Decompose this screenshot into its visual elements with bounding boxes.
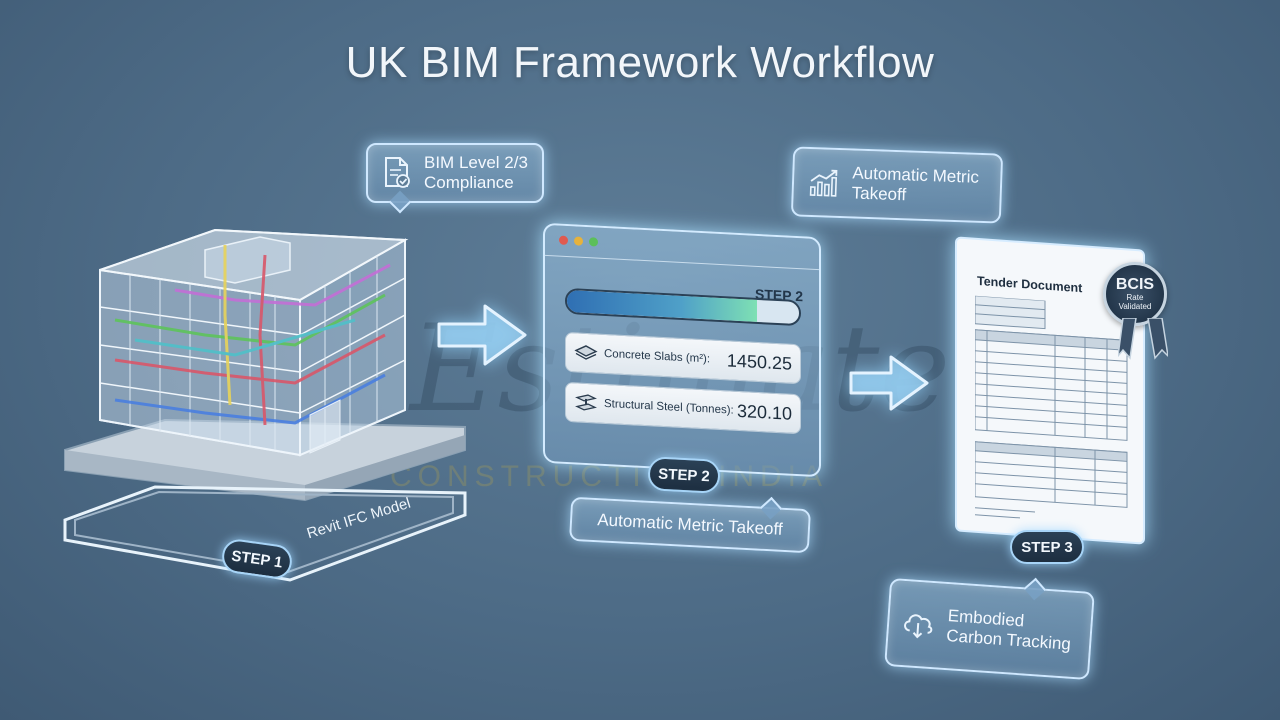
tender-document-table	[975, 295, 1128, 519]
window-minimize-dot[interactable]	[574, 236, 583, 246]
takeoff-callout-bottom: Automatic Metric Takeoff	[569, 496, 811, 554]
step3-pill-label: STEP 3	[1021, 538, 1073, 556]
bcis-validation-badge: BCIS Rate Validated	[1103, 262, 1167, 326]
metric-row-steel: Structural Steel (Tonnes): 320.10	[565, 381, 801, 435]
compliance-callout-text: BIM Level 2/3 Compliance	[424, 153, 528, 192]
metric-value-steel: 320.10	[736, 400, 792, 424]
building-model-illustration	[63, 228, 467, 582]
step1-pill-label: STEP 1	[230, 547, 284, 571]
carbon-callout-text: Embodied Carbon Tracking	[945, 606, 1072, 654]
tender-document-title: Tender Document	[977, 273, 1083, 296]
takeoff-callout-top-text: Automatic Metric Takeoff	[851, 163, 980, 205]
tender-document: Tender Document	[955, 236, 1145, 545]
steel-beam-icon	[575, 394, 597, 411]
takeoff-app-window: STEP 2 Concrete Slabs (m²): 1450.25 Stru…	[543, 222, 821, 478]
arrow-right-icon	[437, 304, 527, 366]
arrow-right-icon	[849, 355, 929, 411]
cloud-leaf-icon	[904, 614, 933, 639]
metric-label-steel: Structural Steel (Tonnes):	[604, 397, 734, 417]
step3-pill: STEP 3	[1010, 530, 1084, 564]
step2-pill-label: STEP 2	[657, 465, 711, 485]
badge-ribbon-icon	[1118, 318, 1168, 360]
window-controls	[559, 235, 598, 247]
badge-main-text: BCIS	[1115, 276, 1155, 293]
badge-sub-text: Rate Validated	[1118, 293, 1152, 311]
step2-pill: STEP 2	[647, 456, 721, 494]
page-title: UK BIM Framework Workflow	[345, 38, 935, 87]
takeoff-callout-top: Automatic Metric Takeoff	[790, 146, 1004, 224]
window-maximize-dot[interactable]	[589, 237, 598, 247]
takeoff-progress-fill	[567, 289, 758, 322]
metric-value-concrete: 1450.25	[726, 349, 792, 374]
carbon-callout: Embodied Carbon Tracking	[884, 577, 1095, 681]
chart-growth-icon	[809, 169, 838, 197]
takeoff-callout-bottom-text: Automatic Metric Takeoff	[596, 510, 784, 539]
window-close-dot[interactable]	[559, 235, 568, 246]
slab-layers-icon	[574, 345, 598, 360]
document-check-icon	[385, 157, 410, 188]
metric-label-concrete: Concrete Slabs (m²):	[604, 347, 711, 366]
metric-row-concrete: Concrete Slabs (m²): 1450.25	[565, 331, 801, 385]
compliance-callout: BIM Level 2/3 Compliance	[366, 143, 544, 214]
